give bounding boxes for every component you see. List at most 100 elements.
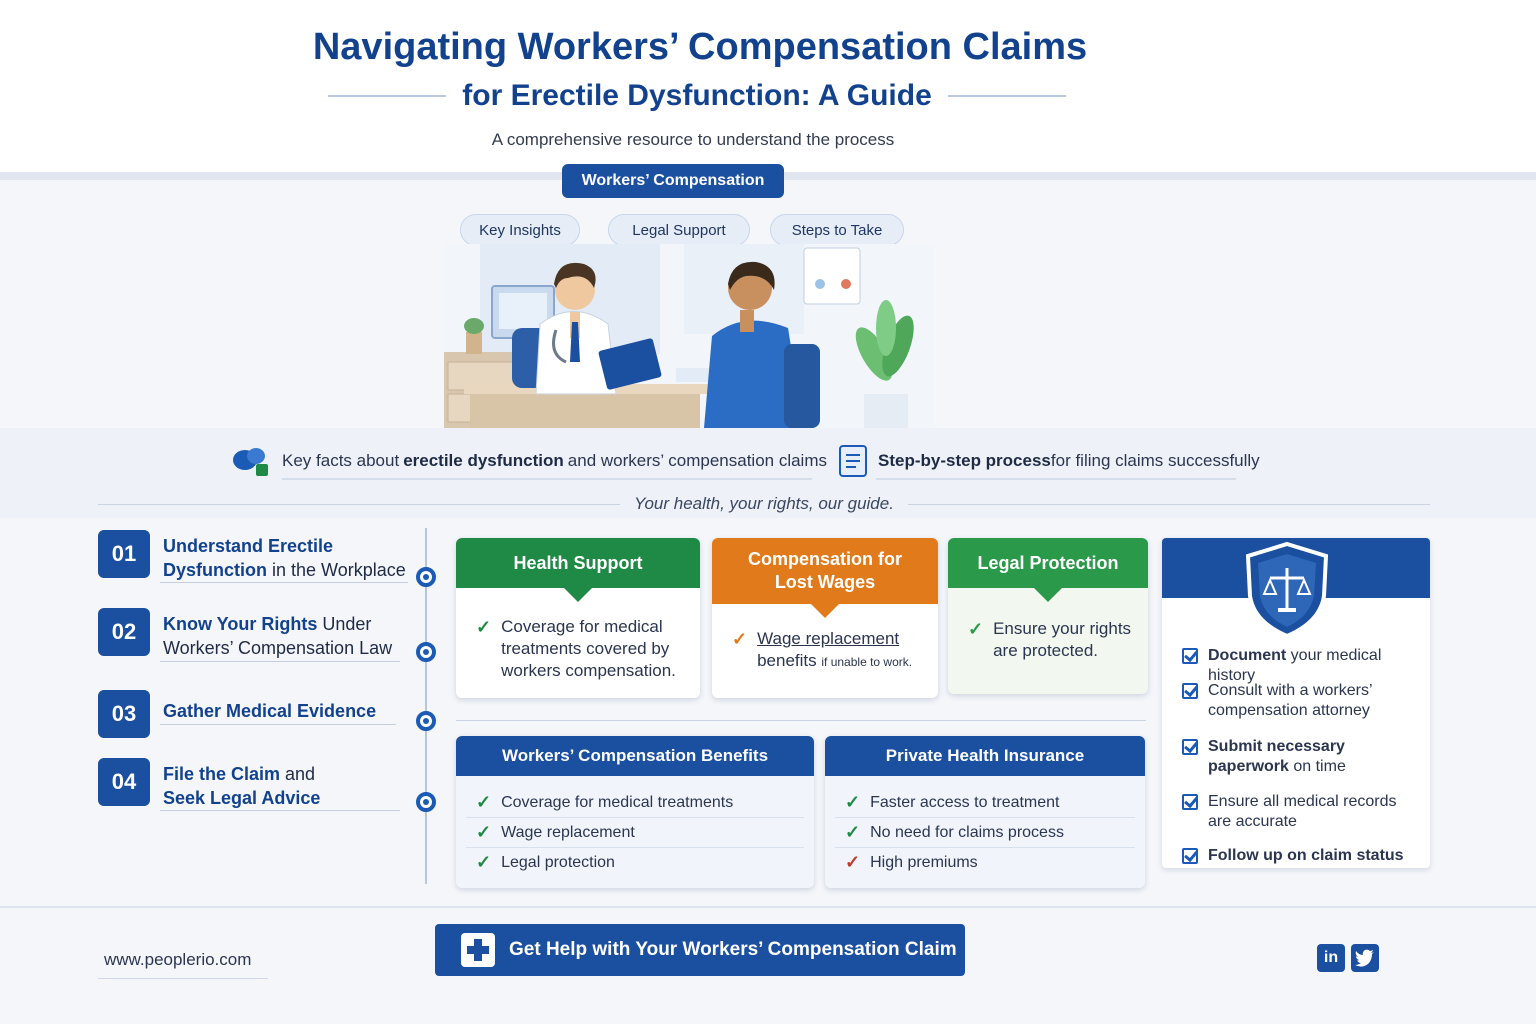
checklist-item-rest: on time (1288, 758, 1346, 775)
step-3-badge: 03 (98, 690, 150, 738)
card-lost-wages[interactable]: Compensation for Lost Wages ✓ Wage repla… (712, 538, 938, 698)
checklist-item[interactable]: Ensure all medical records are accurate (1182, 792, 1422, 832)
card-legal-protection-body: ✓ Ensure your rights are protected. (968, 618, 1134, 662)
list-item-label: Legal protection (501, 853, 615, 871)
checklist-panel: Document your medical history Consult wi… (1162, 538, 1430, 868)
step-1-text[interactable]: Understand Erectile Dysfunction in the W… (163, 534, 406, 582)
list-item-label: No need for claims process (870, 823, 1064, 841)
card-lost-wages-notch (811, 604, 839, 618)
comparison-workers-comp-title: Workers’ Compensation Benefits (456, 736, 814, 776)
list-item: ✓ Legal protection (476, 852, 615, 873)
tagline-rule-left (98, 503, 621, 505)
step-1-rest: in the Workplace (267, 560, 406, 580)
page-title-line2: for Erectile Dysfunction: A Guide (462, 79, 932, 112)
list-item-label: Faster access to treatment (870, 793, 1060, 811)
check-icon: ✓ (845, 822, 861, 842)
checklist-item-rest: Ensure all medical records are accurate (1208, 793, 1397, 830)
card-lost-wages-text-small: if unable to work. (821, 655, 913, 669)
card-health-support-body: ✓ Coverage for medical treatments covere… (476, 616, 686, 682)
check-icon: ✓ (476, 617, 492, 637)
red-check-icon: ✓ (845, 852, 861, 872)
step-2-rest: Under (317, 614, 372, 634)
list-item-label: Coverage for medical treatments (501, 793, 734, 811)
check-icon: ✓ (476, 822, 492, 842)
checklist-item[interactable]: Submit necessary paperwork on time (1182, 737, 1422, 777)
step-2-bold: Know Your Rights (163, 614, 318, 634)
chat-bubbles-icon (233, 448, 268, 476)
card-health-support-title: Health Support (456, 538, 700, 588)
list-item: ✓ Faster access to treatment (845, 792, 1060, 813)
checklist-item-bold: Submit necessary paperwork (1208, 738, 1345, 775)
checkbox-icon[interactable] (1182, 683, 1198, 699)
fact-key-facts-post: and workers’ compensation claims (567, 451, 827, 470)
card-legal-protection[interactable]: Legal Protection ✓ Ensure your rights ar… (948, 538, 1148, 694)
card-health-support-notch (564, 588, 592, 602)
check-icon: ✓ (845, 792, 861, 812)
website-underline (98, 978, 268, 979)
list-separator (835, 847, 1135, 848)
tag-steps-to-take[interactable]: Steps to Take (770, 214, 904, 246)
timeline-dot-4 (416, 792, 436, 812)
card-health-support-text: Coverage for medical treatments covered … (501, 617, 676, 680)
comparison-workers-comp: Workers’ Compensation Benefits ✓ Coverage… (456, 736, 814, 888)
list-item-label: Wage replacement (501, 823, 635, 841)
list-separator (466, 817, 804, 818)
checklist-item[interactable]: Document your medical history (1182, 646, 1422, 686)
list-separator (466, 847, 804, 848)
page-title-line2-row: for Erectile Dysfunction: A Guide (328, 76, 1066, 116)
check-icon: ✓ (476, 792, 492, 812)
checkbox-icon[interactable] (1182, 848, 1198, 864)
get-help-button[interactable]: Get Help with Your Workers’ Compensation… (435, 924, 965, 976)
list-separator (835, 817, 1135, 818)
card-legal-protection-title: Legal Protection (948, 538, 1148, 588)
doctor-consultation-illustration (444, 244, 934, 428)
category-pill[interactable]: Workers’ Compensation (562, 164, 784, 198)
checklist-item-text: Submit necessary paperwork on time (1208, 737, 1422, 777)
check-icon: ✓ (732, 629, 748, 649)
linkedin-icon[interactable]: in (1317, 944, 1345, 972)
checklist-item-bold: Follow up on claim status (1208, 847, 1404, 864)
list-item: ✓High premiums (845, 852, 978, 873)
step-2-text[interactable]: Know Your Rights Under Workers’ Compensa… (163, 612, 392, 660)
timeline-rail (425, 528, 427, 884)
tagline: Your health, your rights, our guide. (634, 494, 894, 513)
checkbox-icon[interactable] (1182, 648, 1198, 664)
tag-key-insights[interactable]: Key Insights (460, 214, 580, 246)
checklist-item-rest: your medical history (1208, 647, 1382, 684)
fact-step-process-underline (876, 478, 1236, 480)
timeline-dot-2 (416, 642, 436, 662)
step-3-text[interactable]: Gather Medical Evidence (163, 699, 376, 723)
card-lost-wages-text-main: Wage replacement (757, 629, 900, 648)
list-item: ✓ No need for claims process (845, 822, 1064, 843)
tagline-row: Your health, your rights, our guide. (98, 490, 1431, 518)
step-3-underline (160, 724, 396, 725)
twitter-icon[interactable] (1351, 944, 1379, 972)
checklist-item[interactable]: Consult with a workers’ compensation att… (1182, 681, 1422, 721)
step-4-text[interactable]: File the Claim and Seek Legal Advice (163, 762, 320, 810)
card-lost-wages-text-wrap: Wage replacement benefits if unable to w… (757, 628, 912, 673)
fact-step-process: Step-by-step process for filing claims s… (838, 445, 1260, 477)
title-rule-left (328, 95, 447, 97)
step-4-underline (160, 810, 400, 811)
step-3-bold: Gather Medical Evidence (163, 701, 377, 721)
card-legal-protection-text: Ensure your rights are protected. (993, 619, 1132, 660)
checkbox-icon[interactable] (1182, 794, 1198, 810)
checklist-item-bold: Document (1208, 647, 1287, 664)
tagline-rule-right (907, 503, 1431, 505)
checklist-item-text: Ensure all medical records are accurate (1208, 792, 1422, 832)
check-icon: ✓ (476, 852, 492, 872)
list-item: ✓ Coverage for medical treatments (476, 792, 733, 813)
check-icon: ✓ (968, 619, 984, 639)
checklist-item[interactable]: Follow up on claim status regularly (1182, 846, 1422, 868)
timeline-dot-3 (416, 711, 436, 731)
card-health-support[interactable]: Health Support ✓ Coverage for medical tr… (456, 538, 700, 698)
footer-divider (0, 906, 1536, 908)
checkbox-icon[interactable] (1182, 739, 1198, 755)
tag-legal-support[interactable]: Legal Support (608, 214, 750, 246)
step-1-underline (160, 582, 408, 583)
fact-step-process-bold: Step-by-step process (878, 451, 1051, 470)
step-4-badge: 04 (98, 758, 150, 806)
checklist-item-text: Follow up on claim status regularly (1208, 846, 1422, 868)
fact-key-facts: Key facts about erectile dysfunction and… (232, 446, 827, 476)
website-link[interactable]: www.peoplerio.com (104, 950, 252, 969)
